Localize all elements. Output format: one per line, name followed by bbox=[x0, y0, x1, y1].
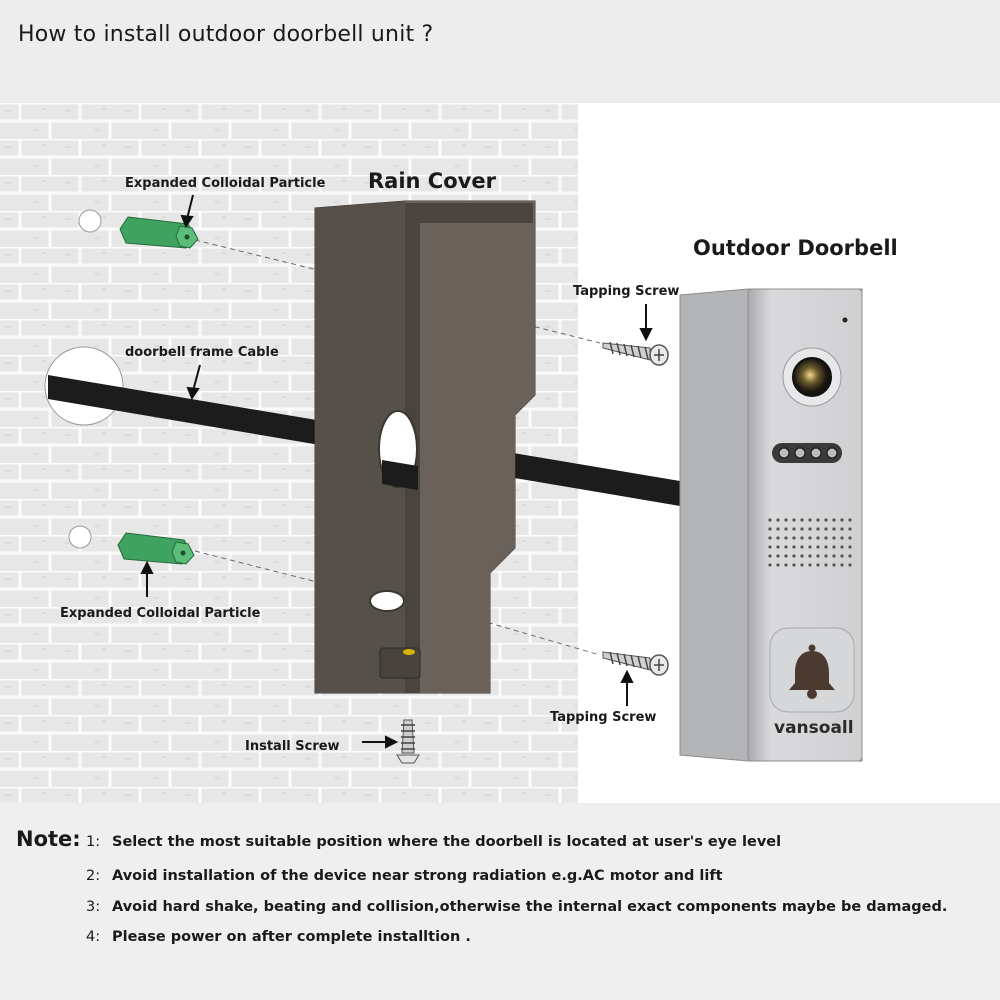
note-item: 3:Avoid hard shake, beating and collisio… bbox=[86, 899, 947, 915]
wall-hole-bottom bbox=[69, 526, 91, 548]
label-tapping-screw-bottom: Tapping Screw bbox=[550, 710, 656, 725]
brand-logo: vansoall bbox=[774, 718, 854, 738]
notes-section: Note: 1:Select the most suitable positio… bbox=[0, 803, 1000, 1000]
wall-hole-top bbox=[79, 210, 101, 232]
label-rain-cover: Rain Cover bbox=[368, 169, 496, 193]
note-number: 1: bbox=[86, 834, 112, 850]
note-text: Please power on after complete installti… bbox=[112, 929, 471, 945]
label-install-screw: Install Screw bbox=[245, 739, 340, 754]
notes-heading: Note: bbox=[16, 827, 81, 851]
label-particle-bottom: Expanded Colloidal Particle bbox=[60, 606, 260, 621]
note-text: Avoid hard shake, beating and collision,… bbox=[112, 899, 947, 915]
note-number: 2: bbox=[86, 868, 112, 884]
label-outdoor-doorbell: Outdoor Doorbell bbox=[693, 236, 898, 260]
label-particle-top: Expanded Colloidal Particle bbox=[125, 176, 325, 191]
note-item: 4:Please power on after complete install… bbox=[86, 929, 471, 945]
note-number: 3: bbox=[86, 899, 112, 915]
note-text: Avoid installation of the device near st… bbox=[112, 868, 723, 884]
installation-diagram: Expanded Colloidal Particle doorbell fra… bbox=[0, 103, 1000, 803]
label-cable: doorbell frame Cable bbox=[125, 345, 279, 360]
microphone-dot bbox=[843, 318, 848, 323]
note-number: 4: bbox=[86, 929, 112, 945]
label-tapping-screw-top: Tapping Screw bbox=[573, 284, 679, 299]
outdoor-doorbell bbox=[680, 289, 862, 761]
page-title: How to install outdoor doorbell unit ? bbox=[18, 22, 433, 47]
note-text: Select the most suitable position where … bbox=[112, 834, 781, 850]
diagram-canvas bbox=[0, 103, 1000, 803]
note-item: 1:Select the most suitable position wher… bbox=[86, 834, 781, 850]
note-item: 2:Avoid installation of the device near … bbox=[86, 868, 723, 884]
